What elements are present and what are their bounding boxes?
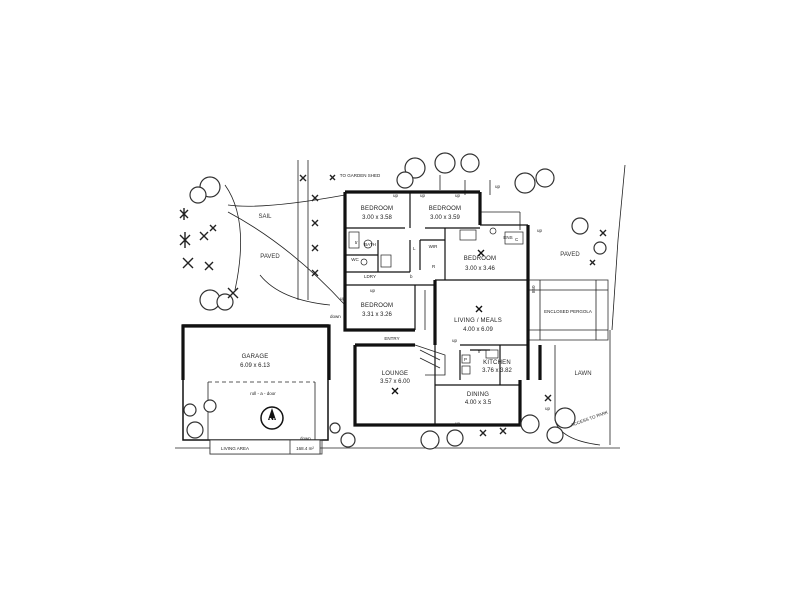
landscaping xyxy=(179,152,607,450)
bedroom2-name: BEDROOM xyxy=(429,206,461,212)
entry-label: ENTRY xyxy=(384,336,399,341)
garage-name: GARAGE xyxy=(242,354,269,360)
mark-up-7: up xyxy=(370,288,376,293)
room-labels: BEDROOM 3.00 x 3.58 BEDROOM 3.00 x 3.59 … xyxy=(240,206,592,406)
fixtures xyxy=(348,227,524,375)
compass: N xyxy=(260,406,284,430)
bedroom1-name: BEDROOM xyxy=(361,206,393,212)
mark-up-10: up xyxy=(455,421,461,426)
paved-left-label: PAVED xyxy=(260,254,280,260)
house-walls xyxy=(343,190,542,427)
bedroom3-dims: 3.00 x 3.46 xyxy=(465,266,495,272)
mark-down-2: down xyxy=(330,314,341,319)
compass-letter: N xyxy=(269,417,275,426)
pergola-structure xyxy=(527,279,609,341)
mark-up-8: up xyxy=(452,338,458,343)
kitchen-dims: 3.76 x 3.82 xyxy=(482,368,512,374)
lounge-dims: 3.57 x 6.00 xyxy=(380,379,410,385)
bedroom1-dims: 3.00 x 3.58 xyxy=(362,215,392,221)
mark-up-4: up xyxy=(495,184,501,189)
small-marks: up up up up up up up up up up down down … xyxy=(300,184,551,441)
mark-up-9: up xyxy=(545,406,551,411)
mark-fridge: fr xyxy=(478,349,481,354)
mark-robe: R xyxy=(432,264,436,269)
dining-name: DINING xyxy=(467,392,489,398)
living-area-table: LIVING AREA 168.4 m² xyxy=(209,439,321,455)
bedroom3-name: BEDROOM xyxy=(464,256,496,262)
mark-linen: L xyxy=(413,246,416,251)
lawn-label: LAWN xyxy=(574,371,591,377)
garden-shed-label: TO GARDEN SHED xyxy=(340,173,381,178)
mark-pantry: P xyxy=(464,357,467,362)
fan-markers xyxy=(391,249,485,395)
wc-label: WC xyxy=(351,257,359,262)
mark-up-2: up xyxy=(420,193,426,198)
bath-label: BATH xyxy=(364,242,376,247)
mark-up-6: up xyxy=(340,296,346,301)
wir-label: WIR xyxy=(429,244,438,249)
living-dims: 4.00 x 6.09 xyxy=(463,327,493,333)
mark-up-5: up xyxy=(537,228,543,233)
mark-up-3: up xyxy=(455,193,461,198)
living-area-label: LIVING AREA xyxy=(221,446,249,451)
bedroom4-dims: 3.31 x 3.26 xyxy=(362,312,392,318)
sail-label: SAIL xyxy=(258,214,272,220)
bedroom4-name: BEDROOM xyxy=(361,303,393,309)
paved-right-label: PAVED xyxy=(560,252,580,258)
ens-label: ENS xyxy=(503,235,512,240)
access-park-label: ACCESS TO PARK xyxy=(570,410,608,428)
mark-step: 850 xyxy=(531,285,536,293)
lounge-name: LOUNGE xyxy=(382,371,409,377)
dining-dims: 4.00 x 3.5 xyxy=(465,400,492,406)
mark-up-1: up xyxy=(393,193,399,198)
living-area-value: 168.4 m² xyxy=(296,446,314,451)
garage-dims: 6.09 x 6.13 xyxy=(240,363,270,369)
pergola-label: ENCLOSED PERGOLA xyxy=(544,309,592,314)
kitchen-name: KITCHEN xyxy=(483,360,511,366)
mark-broom: b xyxy=(410,274,413,279)
mark-cupboard: C xyxy=(515,237,519,242)
mark-down-1: down xyxy=(300,436,311,441)
living-name: LIVING / MEALS xyxy=(454,318,502,324)
garage-door-label: roll - a - door xyxy=(250,391,276,396)
site-lines xyxy=(175,160,626,449)
mark-wash: tr xyxy=(355,240,358,245)
ldry-label: LDRY xyxy=(364,274,376,279)
bedroom2-dims: 3.00 x 3.59 xyxy=(430,215,460,221)
garage xyxy=(181,324,331,455)
